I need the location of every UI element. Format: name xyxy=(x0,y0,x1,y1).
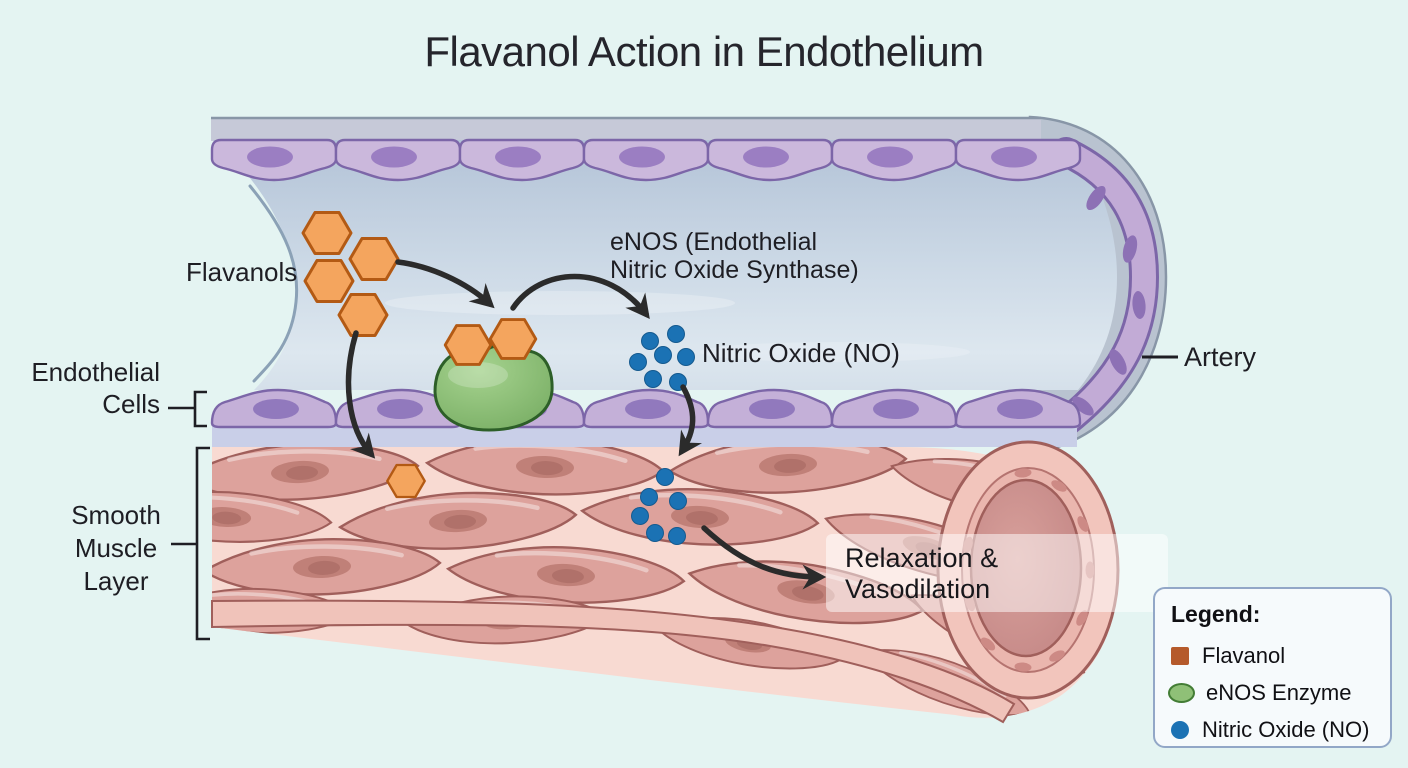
endothelial-label-line1: Endothelial xyxy=(31,357,160,387)
endothelial-cell xyxy=(706,388,834,429)
legend-label-flavanol: Flavanol xyxy=(1202,642,1286,668)
flavanol-hexagon-in-muscle xyxy=(386,463,426,499)
cap-endothelium xyxy=(1054,140,1157,434)
relaxation-label-line1: Relaxation & xyxy=(845,543,999,573)
no-dots-muscle xyxy=(631,468,687,545)
relaxation-label: Relaxation & Vasodilation xyxy=(845,543,998,605)
arrow-enos-to-no xyxy=(510,273,650,319)
endothelial-bracket xyxy=(193,390,207,428)
legend-title: Legend: xyxy=(1171,601,1261,627)
nitric-oxide-label: Nitric Oxide (NO) xyxy=(702,338,900,368)
smooth-label-line1: Smooth xyxy=(71,500,161,530)
relaxation-highlight-box xyxy=(826,534,1168,612)
flavanol-hexagon-docked xyxy=(488,318,538,360)
cap-endothelium-nuclei xyxy=(1072,185,1146,416)
endothelial-cells-label: Endothelial Cells xyxy=(8,356,160,420)
artery-wall-top-band xyxy=(211,117,1041,141)
flavanol-hexagon xyxy=(348,237,400,281)
legend-label-enos: eNOS Enzyme xyxy=(1206,679,1352,705)
muscle-outer-band xyxy=(211,599,1016,724)
flavanol-hexagon-docked xyxy=(443,324,493,366)
diagram-title: Flavanol Action in Endothelium xyxy=(424,28,984,75)
relaxation-label-line2: Vasodilation xyxy=(845,574,991,604)
basement-membrane xyxy=(212,425,1077,447)
enos-label: eNOS (Endothelial Nitric Oxide Synthase) xyxy=(610,228,859,284)
lumen-left-edge xyxy=(248,184,299,383)
smooth-label-line2: Muscle xyxy=(74,533,158,563)
endothelial-label-line2: Cells xyxy=(102,389,160,419)
arrow-flavanol-to-enos xyxy=(395,259,495,309)
artery-label: Artery xyxy=(1184,342,1257,372)
legend-item-enos: eNOS Enzyme xyxy=(1168,674,1376,711)
enos-swatch-icon xyxy=(1168,682,1195,703)
arrow-no-to-relaxation xyxy=(701,525,827,590)
smooth-muscle-layer-label: Smooth Muscle Layer xyxy=(36,499,196,598)
flavanol-hexagon xyxy=(303,259,355,303)
legend-item-no: Nitric Oxide (NO) xyxy=(1171,711,1376,748)
artery-lumen xyxy=(213,140,1117,390)
enos-highlight xyxy=(448,362,508,388)
endothelial-cell xyxy=(830,388,958,429)
legend: Legend: Flavanol eNOS Enzyme Nitric Oxid… xyxy=(1153,587,1392,748)
lumen-highlight xyxy=(700,342,970,362)
lumen-highlight xyxy=(385,291,735,315)
flavanol-hexagon xyxy=(301,211,353,255)
arrow-no-to-muscle xyxy=(678,384,703,457)
nitric-oxide-swatch-icon xyxy=(1171,720,1189,739)
legend-label-no: Nitric Oxide (NO) xyxy=(1202,716,1370,742)
flavanols-label: Flavanols xyxy=(186,257,298,287)
arrow-flavanol-to-muscle xyxy=(345,330,376,459)
smooth-muscle-bracket xyxy=(195,446,210,641)
smooth-label-line3: Layer xyxy=(83,566,149,596)
flavanol-hexagon xyxy=(337,293,389,337)
flavanol-swatch-icon xyxy=(1171,646,1189,665)
endothelial-layer-bottom xyxy=(210,388,1082,429)
enos-label-line1: eNOS (Endothelial xyxy=(610,228,818,256)
enos-label-line2: Nitric Oxide Synthase) xyxy=(610,256,859,284)
endothelial-cell xyxy=(210,388,338,429)
legend-item-flavanol: Flavanol xyxy=(1171,637,1376,674)
